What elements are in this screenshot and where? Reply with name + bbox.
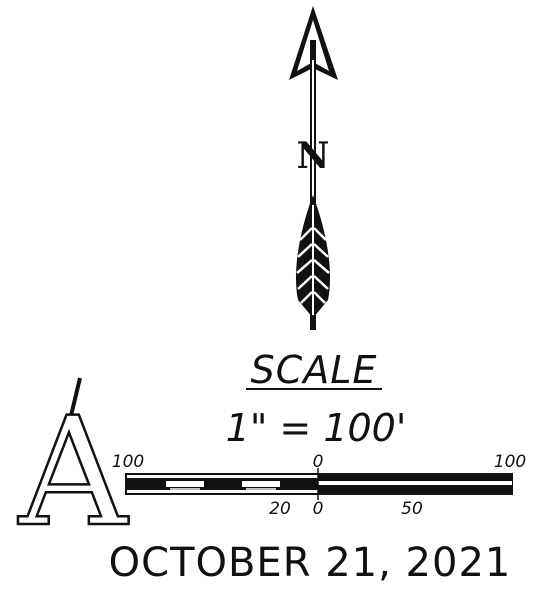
- bar-label-bottom-0: 0: [313, 499, 324, 519]
- drawing-date: OCTOBER 21, 2021: [109, 540, 512, 586]
- scale-title: SCALE: [251, 348, 378, 392]
- bar-label-top-mid: 0: [313, 452, 324, 472]
- bar-label-top-left: 100: [112, 452, 144, 472]
- sheet-letter-group: A: [17, 377, 130, 561]
- north-arrow: N: [289, 6, 338, 330]
- scale-ratio: 1" = 100': [226, 406, 407, 450]
- sheet-letter: A: [18, 386, 129, 560]
- arrow-fletching-icon: [295, 195, 331, 318]
- letter-a-spur: [68, 377, 82, 421]
- bar-label-bottom-50: 50: [401, 499, 423, 519]
- bar-label-top-right: 100: [494, 452, 526, 472]
- north-letter: N: [297, 135, 330, 177]
- bar-label-bottom-20: 20: [269, 499, 291, 519]
- scale-bar: [125, 468, 513, 500]
